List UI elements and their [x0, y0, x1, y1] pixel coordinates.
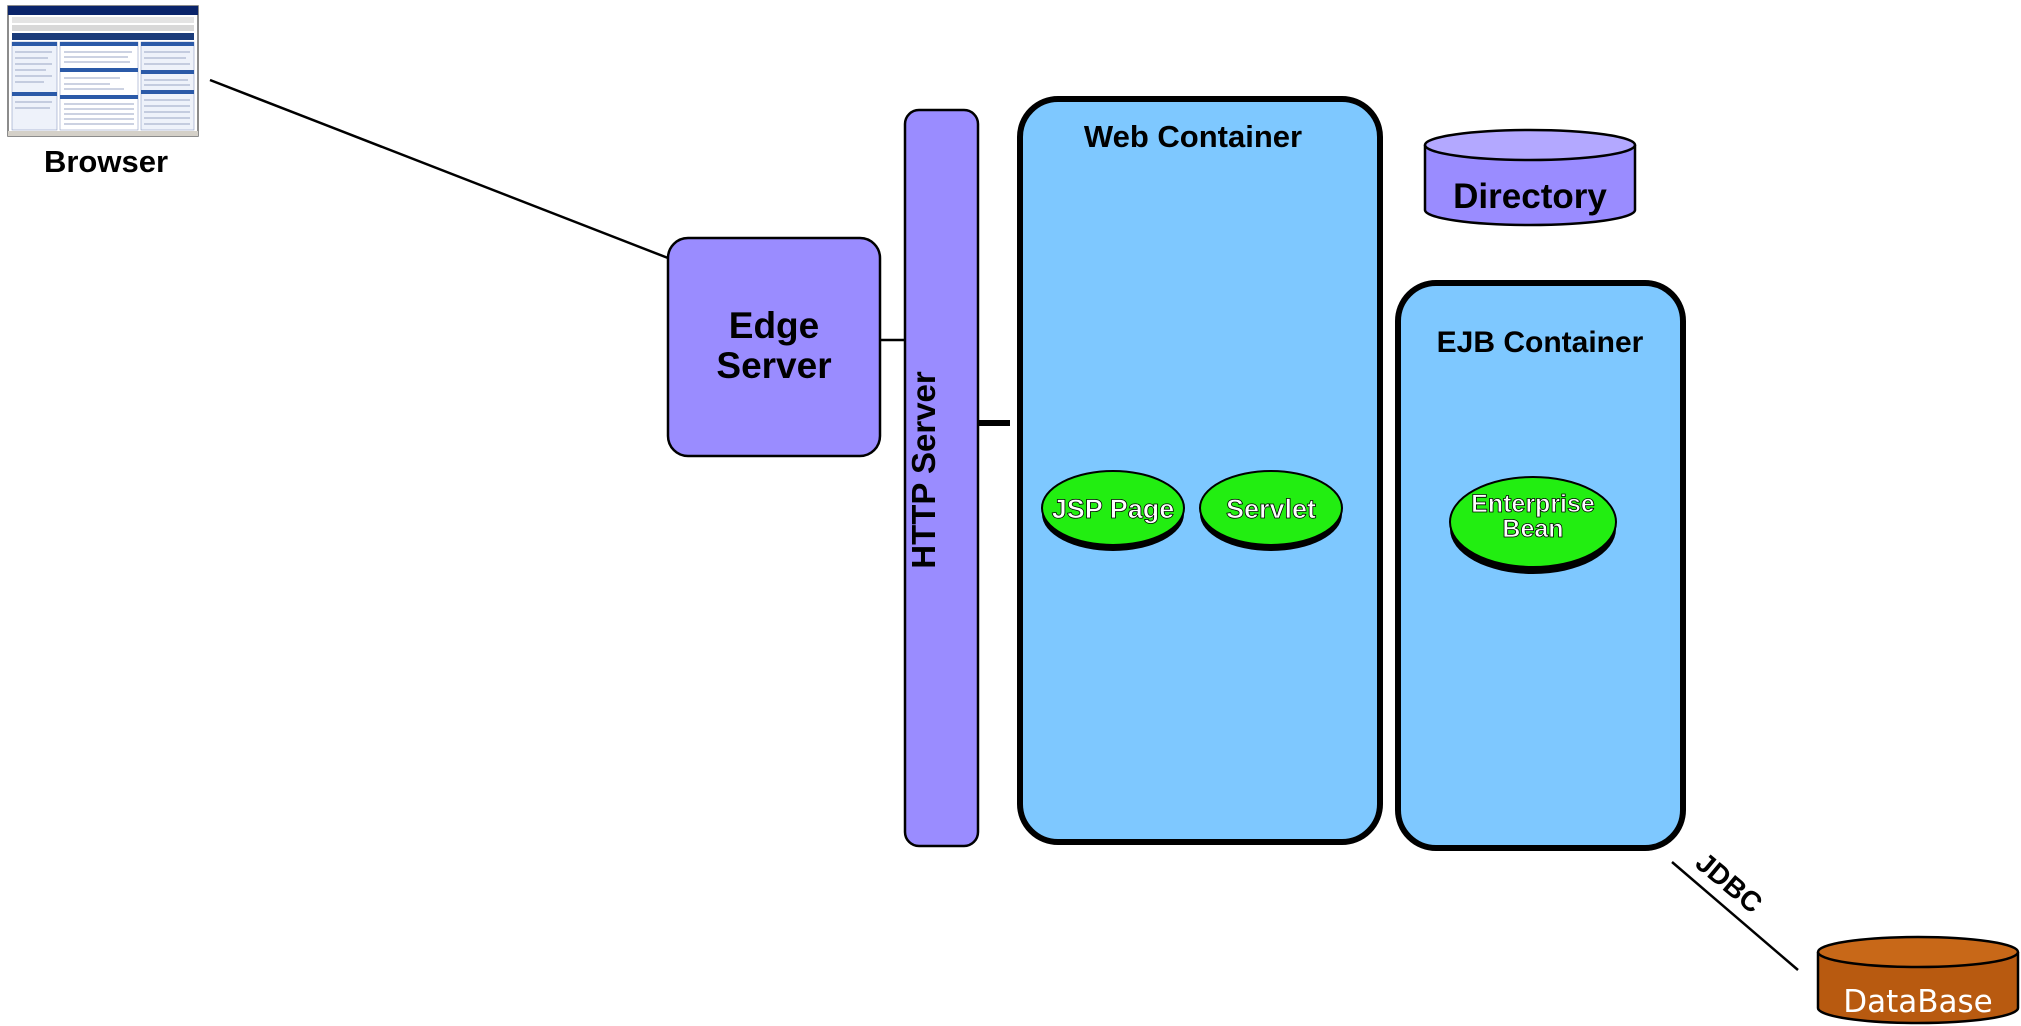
enterprise-bean-component: Enterprise Bean — [1449, 476, 1617, 574]
browser-label: Browser — [44, 144, 168, 179]
browser-screenshot-icon — [7, 5, 199, 137]
ejb-container-title: EJB Container — [1437, 326, 1644, 359]
jsp-page-component: JSP Page — [1041, 470, 1185, 551]
directory-cylinder: Directory — [1423, 128, 1637, 227]
edge-server-label-line1: Edge — [729, 305, 819, 346]
enterprise-bean-label-line2: Bean — [1502, 515, 1563, 543]
http-server-bar — [903, 108, 980, 848]
browser-edge-connector — [209, 78, 669, 260]
directory-label: Directory — [1453, 177, 1607, 216]
database-cylinder: DataBase — [1816, 935, 2020, 1025]
http-server-label: HTTP Server — [905, 371, 942, 569]
database-label: DataBase — [1843, 984, 1993, 1020]
web-container-box — [1017, 96, 1383, 845]
jsp-page-label: JSP Page — [1052, 494, 1175, 524]
edge-server-label-line2: Server — [716, 345, 831, 386]
enterprise-bean-label-line1: Enterprise — [1471, 490, 1595, 518]
web-container-title: Web Container — [1084, 119, 1302, 154]
servlet-component: Servlet — [1199, 470, 1343, 551]
servlet-label: Servlet — [1226, 494, 1316, 524]
edge-server-box — [666, 236, 882, 458]
jdbc-label: JDBC — [1690, 846, 1768, 919]
ejb-database-connector — [1671, 861, 1799, 971]
